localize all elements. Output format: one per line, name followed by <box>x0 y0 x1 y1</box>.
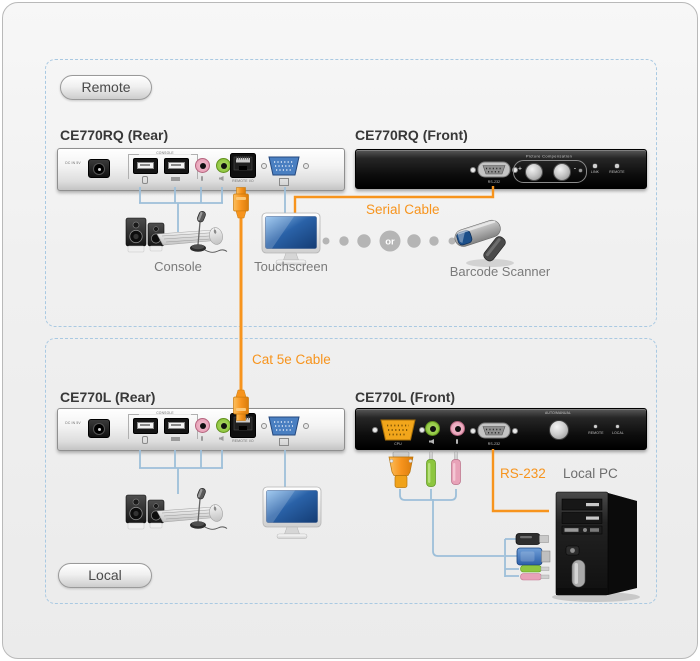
usb-slot-icon <box>137 162 154 169</box>
picture-compensation-knob <box>553 162 571 181</box>
rs232-cable-label: RS-232 <box>500 466 546 481</box>
ce770l-front-title: CE770L (Front) <box>355 389 456 405</box>
screw-icon <box>419 427 425 433</box>
remote-section-box <box>45 59 657 327</box>
cpu-vga-port <box>380 419 416 441</box>
vga-port <box>268 156 300 176</box>
ce770l-front-panel: CPU RS-232 AUTO/MANUAL REMOTE LOCAL <box>355 408 647 450</box>
usb-slot-icon <box>168 422 185 429</box>
speaker-icon <box>218 176 224 181</box>
console-group-label: CONSOLE <box>138 151 192 155</box>
remote-tag: Remote <box>60 75 152 100</box>
local-section-box <box>45 338 657 604</box>
ce770l-rear-title: CE770L (Rear) <box>60 389 156 405</box>
link-led-icon <box>593 164 597 168</box>
power-jack-port <box>88 159 110 178</box>
rj45-port <box>230 413 256 438</box>
keyboard-icon <box>171 437 180 441</box>
jack-hole-icon <box>220 162 227 169</box>
usb-slot-icon <box>168 162 185 169</box>
power-port-label: DC IN 5V <box>65 421 81 425</box>
link-led-label: LINK <box>590 170 600 174</box>
ce770rq-front-title: CE770RQ (Front) <box>355 127 468 143</box>
ce770l-rear-panel: DC IN 5V CONSOLE REMOTE I/O <box>57 408 345 451</box>
speaker-icon <box>429 439 434 444</box>
console-group-label: CONSOLE <box>138 411 192 415</box>
screw-icon <box>512 428 518 434</box>
screw-icon <box>303 423 309 429</box>
mouse-icon <box>142 436 148 444</box>
power-jack-hole-icon <box>93 423 105 435</box>
remote-led-icon <box>615 164 619 168</box>
screw-icon <box>372 427 378 433</box>
rs232-port-label: RS-232 <box>487 442 501 446</box>
mic-icon <box>200 436 203 441</box>
power-jack-hole-icon <box>93 163 105 175</box>
ce770rq-rear-title: CE770RQ (Rear) <box>60 127 169 143</box>
serial-cable-label: Serial Cable <box>366 202 440 217</box>
power-port-label: DC IN 5V <box>65 161 81 165</box>
mouse-icon <box>142 176 148 184</box>
remote-led-icon <box>594 425 597 428</box>
jack-hole-icon <box>199 422 206 429</box>
screw-icon <box>303 163 309 169</box>
vga-port <box>268 416 300 436</box>
mic-jack-port <box>195 418 210 433</box>
local-led-label: LOCAL <box>612 431 624 435</box>
rs232-port-label: RS-232 <box>487 180 501 184</box>
screw-icon <box>261 423 267 429</box>
speaker-jack-port <box>216 158 231 173</box>
auto-manual-button <box>549 420 569 440</box>
mic-jack-port <box>450 421 465 436</box>
jack-hole-icon <box>199 162 206 169</box>
remote-led-label: REMOTE <box>609 170 625 174</box>
mic-icon <box>455 439 458 444</box>
keyboard-icon <box>171 177 180 181</box>
speaker-jack-port <box>425 421 440 436</box>
remote-io-port-label: REMOTE I/O <box>232 179 254 183</box>
minus-label: - <box>573 165 577 173</box>
jack-hole-icon <box>220 422 227 429</box>
speaker-icon <box>218 436 224 441</box>
screw-icon <box>470 167 476 173</box>
rj45-port <box>230 153 256 178</box>
picture-compensation-knob <box>525 162 543 181</box>
auto-manual-label: AUTO/MANUAL <box>544 411 572 415</box>
usb-keyboard-port <box>164 418 189 434</box>
local-pc-label: Local PC <box>563 466 618 481</box>
picture-compensation-frame <box>513 160 587 183</box>
rs232-port <box>477 161 511 178</box>
power-jack-port <box>88 419 110 438</box>
usb-keyboard-port <box>164 158 189 174</box>
local-tag: Local <box>58 563 152 588</box>
screw-icon <box>470 428 476 434</box>
ce770rq-front-panel: RS-232 Picture Compensation + - LINK REM… <box>355 149 647 189</box>
monitor-icon <box>279 438 289 446</box>
led-icon <box>579 169 582 172</box>
monitor-icon <box>279 178 289 186</box>
ce770rq-rear-panel: DC IN 5V CONSOLE REMOTE I/O <box>57 148 345 191</box>
speaker-jack-port <box>216 418 231 433</box>
mic-jack-port <box>195 158 210 173</box>
usb-slot-icon <box>137 422 154 429</box>
touchscreen-label: Touchscreen <box>254 259 328 274</box>
remote-led-label: REMOTE <box>588 431 604 435</box>
picture-compensation-label: Picture Compensation <box>525 154 573 159</box>
rs232-port <box>477 422 511 439</box>
jack-hole-icon <box>454 425 461 432</box>
cpu-port-label: CPU <box>394 442 402 446</box>
remote-io-port-label: REMOTE I/O <box>232 439 254 443</box>
usb-mouse-port <box>133 158 158 174</box>
screw-icon <box>261 163 267 169</box>
local-led-icon <box>616 425 619 428</box>
usb-mouse-port <box>133 418 158 434</box>
cat5e-cable-label: Cat 5e Cable <box>252 352 331 367</box>
console-label: Console <box>154 259 202 274</box>
barcode-scanner-label: Barcode Scanner <box>449 264 551 279</box>
plus-label: + <box>518 165 522 173</box>
jack-hole-icon <box>429 425 436 432</box>
mic-icon <box>200 176 203 181</box>
